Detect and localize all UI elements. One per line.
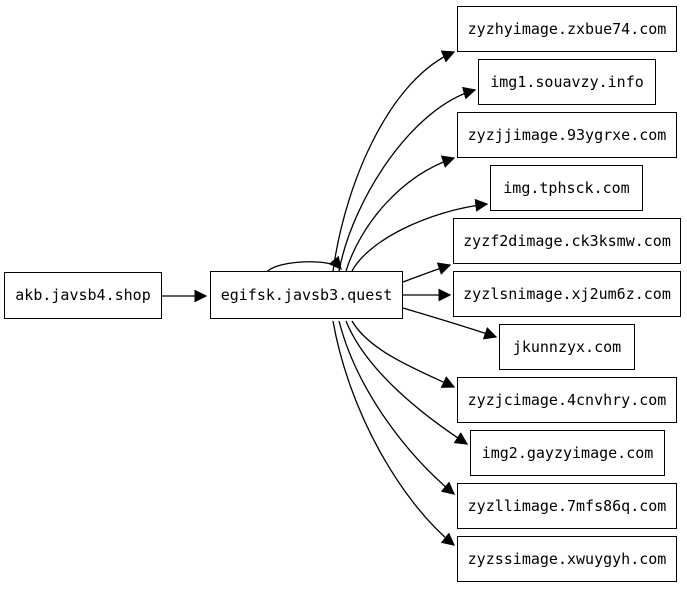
edge-hub-self-loop [266,255,342,273]
edge-hub-to-target-0 [332,50,456,272]
edge-hub-to-target-1 [338,86,477,272]
edge-hub-to-target-6 [402,307,498,340]
node-target-domain: img2.gayzyimage.com [470,430,665,476]
node-target-domain: img.tphsck.com [490,165,643,211]
edge-hub-to-target-3 [351,198,489,272]
node-target-domain: zyzjcimage.4cnvhry.com [457,377,677,423]
node-target-domain: jkunnzyx.com [499,324,635,370]
edge-hub-to-target-10 [332,320,456,546]
node-target-domain: zyzlsnimage.xj2um6z.com [453,271,681,317]
edge-hub-to-target-8 [345,320,469,445]
edge-hub-to-target-2 [345,155,456,272]
edge-hub-to-target-9 [338,320,456,495]
node-target-domain: img1.souavzy.info [478,59,656,105]
node-target-domain: zyzjjimage.93ygrxe.com [457,112,677,158]
node-target-domain: zyzhyimage.zxbue74.com [457,6,677,52]
node-hub-domain: egifsk.javsb3.quest [210,271,403,319]
node-target-domain: zyzf2dimage.ck3ksmw.com [453,218,681,264]
node-source-domain: akb.javsb4.shop [4,272,162,319]
node-target-domain: zyzllimage.7mfs86q.com [457,483,677,529]
edge-hub-to-target-4 [402,262,452,283]
node-target-domain: zyzssimage.xwuygyh.com [457,536,677,582]
edge-hub-to-target-7 [351,320,456,388]
